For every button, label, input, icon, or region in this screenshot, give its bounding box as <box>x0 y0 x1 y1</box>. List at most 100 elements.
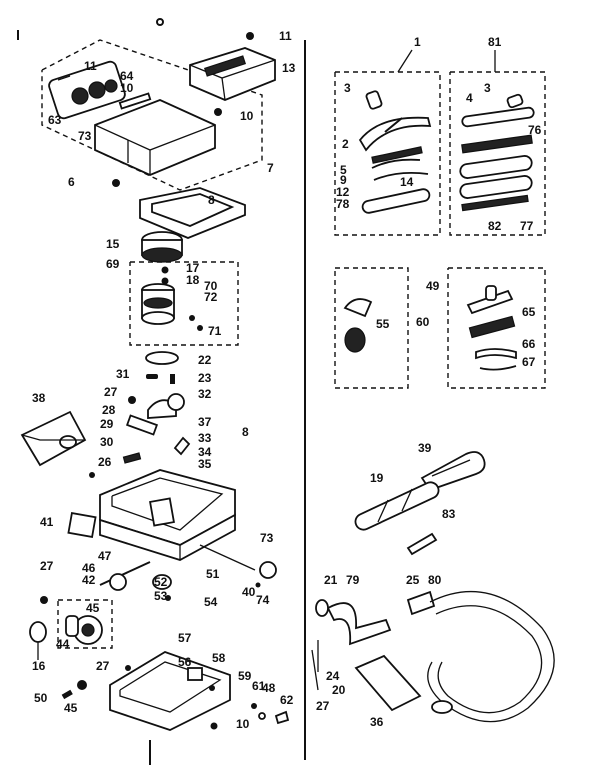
label-58: 58 <box>212 651 226 665</box>
label-45b: 45 <box>64 701 78 715</box>
label-53: 53 <box>154 589 168 603</box>
label-27c: 27 <box>96 659 110 673</box>
label-80: 80 <box>428 573 442 587</box>
label-38: 38 <box>32 391 46 405</box>
label-45a: 45 <box>86 601 100 615</box>
fan-assembly <box>141 266 203 331</box>
seal-ring <box>145 351 179 365</box>
label-61: 61 <box>252 679 266 693</box>
label-20: 20 <box>332 683 346 697</box>
canister-body <box>99 469 236 561</box>
leader-line-20 <box>311 649 319 691</box>
label-27b: 27 <box>40 559 54 573</box>
extension-wand <box>354 481 440 531</box>
upholstery-tools <box>466 285 517 371</box>
top-mark <box>156 18 164 26</box>
label-21: 21 <box>324 573 338 587</box>
label-67: 67 <box>522 355 536 369</box>
label-3a: 3 <box>344 81 351 95</box>
label-74: 74 <box>256 593 270 607</box>
label-83: 83 <box>442 507 456 521</box>
label-81: 81 <box>488 35 502 49</box>
label-33: 33 <box>198 431 212 445</box>
label-40: 40 <box>242 585 256 599</box>
label-4: 4 <box>466 91 473 105</box>
label-15: 15 <box>106 237 120 251</box>
nozzle-group-81-outline <box>449 71 546 236</box>
label-52: 52 <box>154 575 168 589</box>
label-73b: 73 <box>260 531 274 545</box>
label-1: 1 <box>414 35 421 49</box>
rug-nozzle <box>459 93 535 212</box>
label-30: 30 <box>100 435 114 449</box>
label-39: 39 <box>418 441 432 455</box>
label-23: 23 <box>198 371 212 385</box>
filter-door <box>67 512 97 538</box>
label-36: 36 <box>370 715 384 729</box>
label-73a: 73 <box>78 129 92 143</box>
label-71: 71 <box>208 324 222 338</box>
label-10c: 10 <box>236 717 250 731</box>
screw-23 <box>170 374 175 384</box>
label-5: 5 <box>340 163 347 177</box>
label-34: 34 <box>198 445 212 459</box>
label-37: 37 <box>198 415 212 429</box>
carry-handle <box>139 187 246 239</box>
gasket-strip <box>118 92 152 110</box>
part-62 <box>274 710 290 725</box>
label-82: 82 <box>488 219 502 233</box>
label-29: 29 <box>100 417 114 431</box>
label-54: 54 <box>204 595 218 609</box>
part-83 <box>406 532 438 556</box>
label-48: 48 <box>262 681 276 695</box>
label-63: 63 <box>48 113 62 127</box>
screw-11-top <box>246 32 254 40</box>
latch-parts <box>89 393 191 478</box>
leader-line-1 <box>397 49 413 73</box>
label-6: 6 <box>68 175 75 189</box>
label-56: 56 <box>178 655 192 669</box>
nozzle-group-1-outline <box>334 71 441 236</box>
label-77: 77 <box>520 219 534 233</box>
screw-10-right <box>214 108 222 116</box>
hose-assembly <box>315 590 555 723</box>
label-27d: 27 <box>316 699 330 713</box>
washer-61 <box>258 712 266 720</box>
label-69: 69 <box>106 257 120 271</box>
fan-group-outline <box>129 261 239 346</box>
label-62: 62 <box>280 693 294 707</box>
label-42: 42 <box>82 573 96 587</box>
label-18: 18 <box>186 273 200 287</box>
label-12: 12 <box>336 185 350 199</box>
label-59: 59 <box>238 669 252 683</box>
label-35: 35 <box>198 457 212 471</box>
label-65: 65 <box>522 305 536 319</box>
label-17: 17 <box>186 261 200 275</box>
label-70: 70 <box>204 279 218 293</box>
label-8b: 8 <box>242 425 249 439</box>
label-28: 28 <box>102 403 116 417</box>
housing-group-outline <box>41 39 263 191</box>
label-8a: 8 <box>208 193 215 207</box>
caster-group-outline <box>57 599 113 649</box>
screw-48 <box>251 703 257 709</box>
axle-wheel-assembly <box>99 561 277 601</box>
label-26: 26 <box>98 455 112 469</box>
label-13: 13 <box>282 61 296 75</box>
screw-50 <box>61 689 73 700</box>
label-7: 7 <box>267 161 274 175</box>
part-number-labels: 11 13 11 64 10 63 10 73 7 6 8 15 69 17 1… <box>32 29 542 731</box>
pin-31 <box>146 374 158 379</box>
label-19: 19 <box>370 471 384 485</box>
label-22: 22 <box>198 353 212 367</box>
caster-wheel <box>65 615 103 645</box>
label-50: 50 <box>34 691 48 705</box>
label-44: 44 <box>56 637 70 651</box>
crevice-tool <box>420 451 486 492</box>
screw-10-bottom <box>210 722 218 730</box>
floor-nozzle <box>358 90 432 214</box>
tool-group-60-outline <box>447 267 546 389</box>
label-64: 64 <box>120 69 134 83</box>
label-76: 76 <box>528 123 542 137</box>
